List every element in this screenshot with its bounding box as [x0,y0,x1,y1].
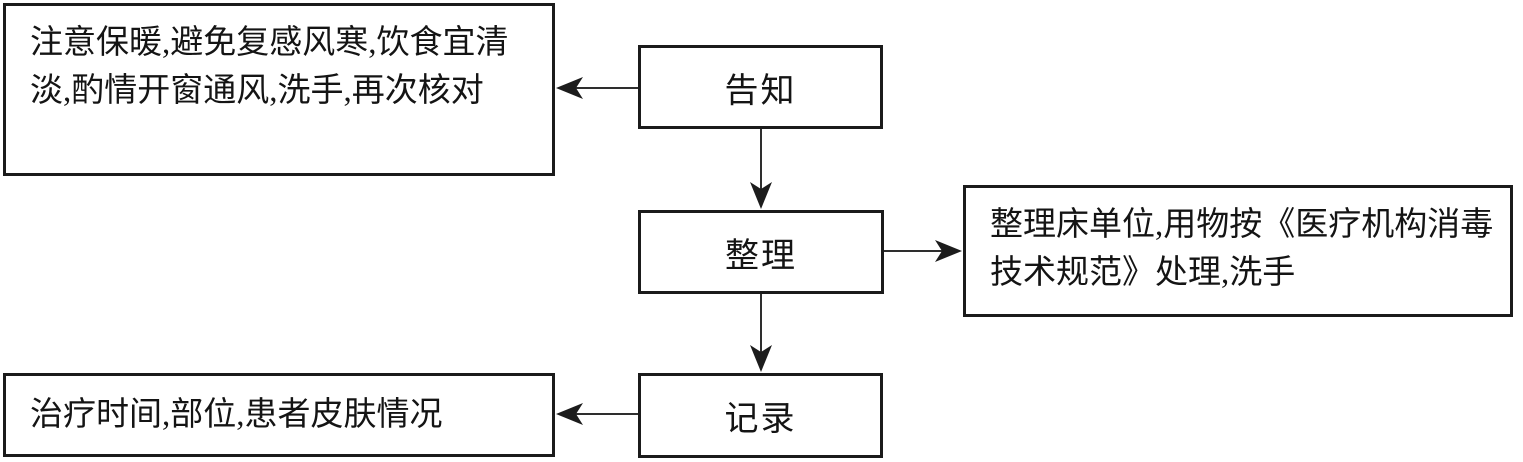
edge-tidy-to-note-arrowhead [935,240,962,262]
note-record-box: 治疗时间,部位,患者皮肤情况 [3,373,555,457]
node-record-label: 记录 [724,401,797,438]
node-tidy-label: 整理 [725,237,797,275]
edge-inform-to-note-arrowhead [556,77,583,99]
node-inform-label: 告知 [724,72,797,110]
note-inform-box: 注意保暖,避免复感风寒,饮食宜清淡,酌情开窗通风,洗手,再次核对 [3,3,555,176]
node-record: 记录 [638,373,883,458]
note-tidy-box: 整理床单位,用物按《医疗机构消毒技术规范》处理,洗手 [963,185,1513,317]
node-inform: 告知 [638,45,883,129]
edge-tidy-to-record-arrowhead [750,345,772,372]
edge-record-to-note-arrowhead [556,403,583,425]
edge-inform-to-tidy-arrowhead [750,182,772,209]
node-tidy: 整理 [638,210,884,294]
